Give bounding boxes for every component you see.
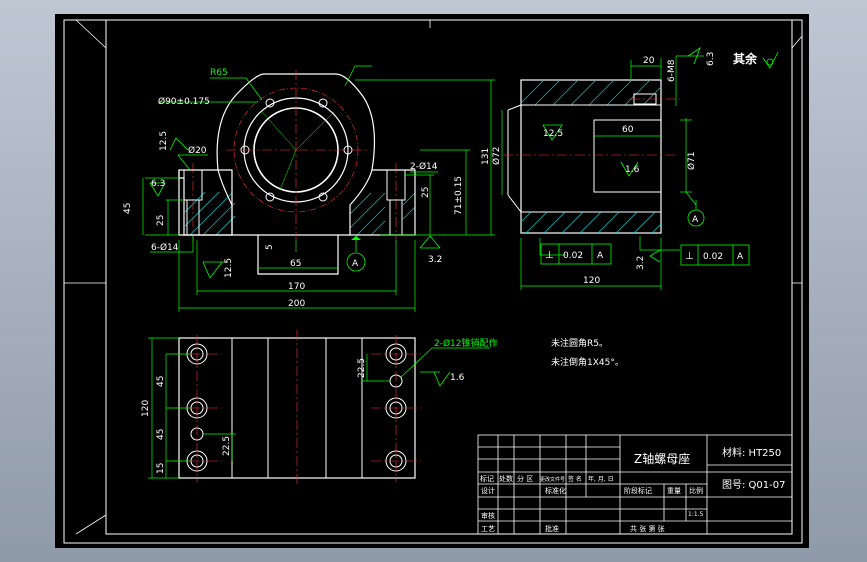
tolerance-frame-2 (680, 244, 750, 266)
dim-131: 131 (481, 148, 491, 165)
side-view (501, 46, 779, 290)
side-datum-A (687, 200, 705, 227)
title-headers: 标记 处数 分 区 更改文件号 签 名 年, 月, 日 (480, 474, 614, 483)
datum-A-front: A (352, 259, 359, 269)
rest-roughness-value: 6.3 (706, 52, 716, 66)
top-roughness-1-6-text: 1.6 (450, 373, 465, 383)
tolerance-frame-1 (540, 243, 612, 265)
title-block (477, 434, 793, 535)
dim-200: 200 (288, 299, 305, 309)
side-inner-lines (507, 93, 662, 213)
note-line-2: 未注倒角1X45°。 (551, 356, 624, 368)
tol2-symbol: ⊥ (685, 251, 694, 262)
bottom-notch (257, 235, 339, 275)
dim-25-left: 25 (156, 215, 166, 226)
side-roughness-marks (542, 46, 779, 263)
dim-25-right: 25 (421, 187, 431, 198)
top-dim-45a: 45 (156, 376, 166, 387)
dim-bore: Ø90±0.175 (158, 96, 210, 107)
side-roughness-1-6: 1.6 (625, 165, 640, 175)
side-dim-60: 60 (622, 125, 634, 135)
dim-5: 5 (265, 244, 275, 250)
rest-roughness-label: 其余 (733, 51, 758, 66)
header-sign: 签 名 (568, 475, 582, 483)
top-dim-22-5b: 22.5 (357, 358, 367, 378)
front-dimension-lines (142, 65, 495, 312)
hatch-right (349, 192, 416, 236)
header-zone: 分 区 (517, 474, 533, 483)
dim-65: 65 (290, 259, 301, 269)
side-center-lines (503, 98, 680, 156)
front-view (142, 65, 495, 312)
tol1-datum: A (597, 251, 604, 261)
header-change-doc: 更改文件号 (540, 476, 565, 483)
dim-R65: R65 (210, 68, 228, 78)
note-line-1: 未注圆角R5。 (551, 337, 608, 349)
side-dim-phi71: Ø71 (686, 151, 697, 170)
weight-label: 重量 (667, 487, 681, 495)
drawing-sheet (55, 14, 809, 548)
bore-radials (261, 111, 335, 191)
row-approve: 批准 (545, 524, 559, 533)
side-dim-phi72: Ø72 (491, 146, 502, 165)
top-dim-15: 15 (156, 463, 166, 474)
tol1-symbol: ⊥ (545, 250, 554, 261)
row-process: 工艺 (481, 525, 495, 533)
top-dim-45b: 45 (156, 429, 166, 440)
dim-45: 45 (123, 203, 133, 214)
counterbores (183, 169, 406, 236)
side-dim-20: 20 (643, 56, 655, 66)
dim-71: 71±0.15 (454, 176, 464, 215)
dim-2-phi14: 2-Ø14 (410, 161, 438, 172)
top-view (148, 330, 490, 486)
front-body-top (216, 73, 376, 171)
center-lines (192, 70, 397, 252)
side-hatch-bottom (520, 211, 662, 234)
row-review: 审核 (481, 511, 495, 520)
header-date: 年, 月, 日 (588, 475, 614, 483)
row-design: 设计 (481, 486, 495, 495)
row-standard: 标准化 (545, 486, 566, 495)
title-part-name: Z轴螺母座 (634, 451, 690, 466)
top-dim-lines (148, 337, 490, 479)
front-roughness-marks (149, 137, 441, 279)
side-roughness-3-2: 3.2 (636, 256, 646, 270)
inner-frame (105, 19, 793, 535)
top-dim-120: 120 (141, 400, 151, 417)
header-count: 处数 (499, 474, 513, 483)
side-roughness-12-5: 12.5 (543, 129, 563, 139)
title-material: 材料: HT250 (722, 446, 781, 459)
tol2-datum: A (737, 252, 744, 262)
tol1-value: 0.02 (563, 251, 583, 261)
side-dim-6M8: 6-M8 (667, 59, 677, 82)
top-roughness-1-6 (433, 371, 451, 387)
roughness-12-5-bottom: 12.5 (224, 258, 234, 278)
side-dim-120: 120 (583, 276, 600, 286)
stage-label: 阶段标记 (624, 486, 652, 495)
frame-corner-marks (64, 19, 803, 535)
roughness-12-5-left: 12.5 (159, 131, 169, 151)
top-dim-22-5a: 22.5 (222, 436, 232, 456)
title-drawing-no: 图号: Q01-07 (722, 479, 785, 491)
dim-170: 170 (288, 282, 305, 292)
scale-label: 比例 (689, 486, 703, 495)
dim-phi20: Ø20 (188, 145, 207, 156)
dim-6-phi14: 6-Ø14 (151, 242, 179, 253)
front-body-main (178, 169, 416, 236)
front-datum-A (346, 236, 366, 272)
scale-value: 1:1.5 (688, 511, 704, 518)
sheet-label: 共 张 第 张 (630, 524, 665, 533)
side-hatch-top (520, 79, 662, 106)
side-dim-lines (501, 55, 704, 290)
roughness-3-2: 3.2 (428, 255, 442, 265)
tol2-value: 0.02 (703, 252, 723, 262)
side-datum-A-text: A (692, 215, 699, 225)
dim-6-3: 6.3 (151, 179, 165, 189)
header-mark: 标记 (480, 474, 494, 483)
top-holes-note: 2-Ø12锥销配作 (434, 337, 498, 349)
top-inner-lines (231, 338, 363, 478)
